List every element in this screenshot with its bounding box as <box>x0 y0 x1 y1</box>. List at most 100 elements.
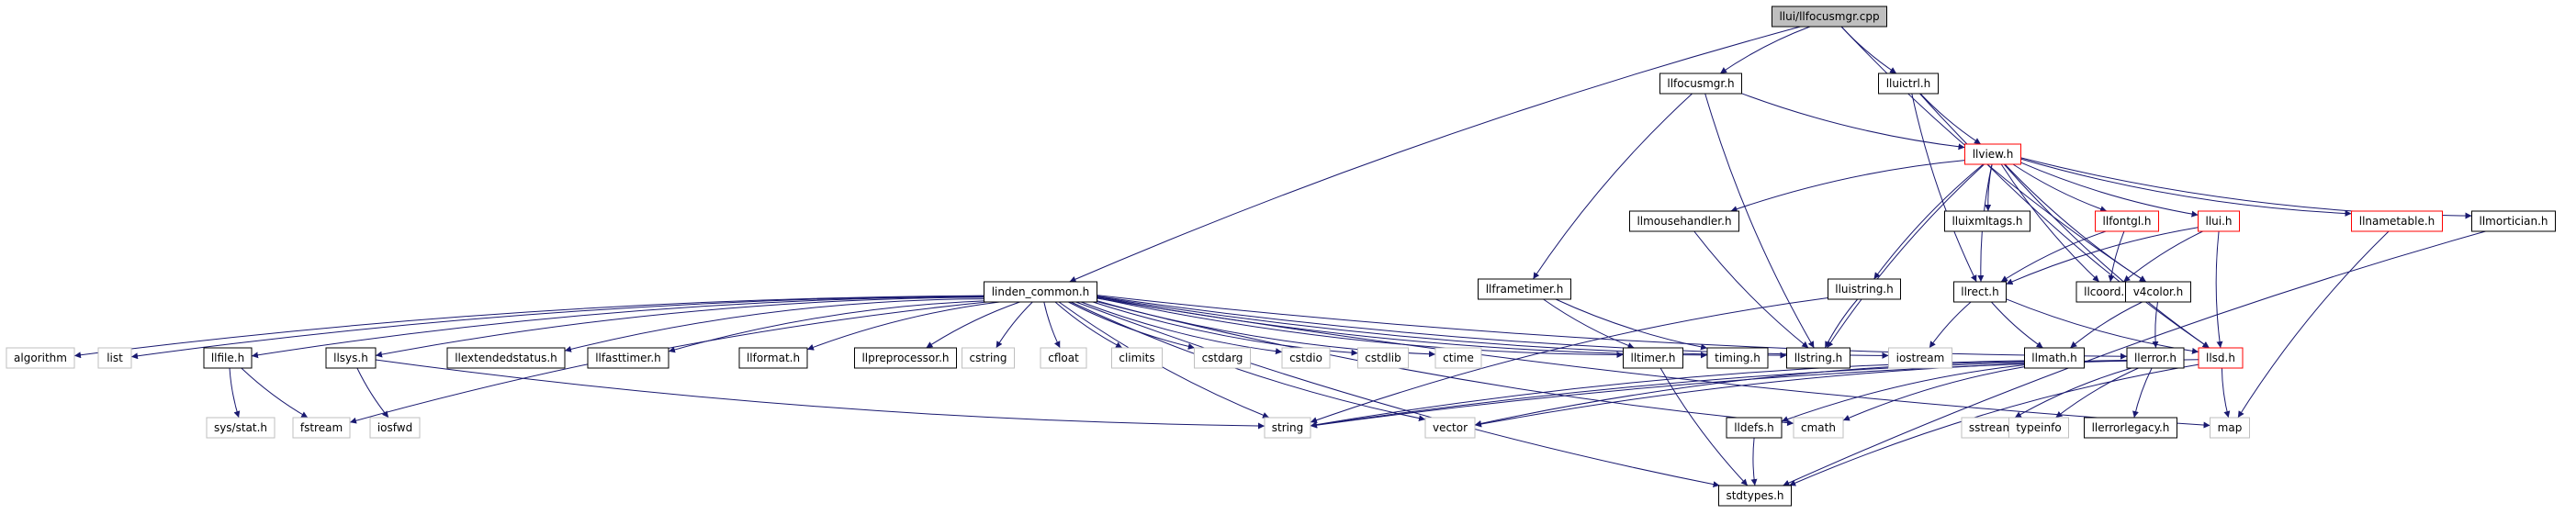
node-llextendedstatus-h[interactable]: llextendedstatus.h <box>446 347 566 369</box>
node-llmath-h[interactable]: llmath.h <box>2024 347 2085 369</box>
node-label: llmortician.h <box>2480 215 2548 228</box>
edge-llfile-h-to-fstream <box>241 367 309 419</box>
node-llerrorlegacy-h[interactable]: llerrorlegacy.h <box>2084 417 2177 439</box>
edge-llview-h-to-llstring-h <box>1826 163 1985 349</box>
node-iostream: iostream <box>1888 347 1952 369</box>
edge-llview-h-to-llnametable-h <box>2020 158 2352 217</box>
node-llformat-h[interactable]: llformat.h <box>738 347 808 369</box>
edge-llerror-h-to-string <box>1310 360 2128 429</box>
node-box <box>1434 347 1482 369</box>
node-box <box>1726 417 1783 439</box>
node-box <box>962 347 1015 369</box>
node-stdtypes-h[interactable]: stdtypes.h <box>1718 485 1792 507</box>
node-label: llui.h <box>2205 215 2232 228</box>
edge-llview-h-to-llmousehandler-h <box>1730 160 1965 213</box>
node-llsd-h[interactable]: llsd.h <box>2198 347 2244 369</box>
node-box <box>369 417 421 439</box>
edge-linden-common-h-to-llpreprocessor-h <box>926 301 1020 349</box>
node-box <box>1623 347 1683 369</box>
node-algorithm: algorithm <box>6 347 75 369</box>
node-sstream: sstream <box>1961 417 2021 439</box>
node-cfloat: cfloat <box>1040 347 1087 369</box>
node-label: stdtypes.h <box>1726 489 1783 502</box>
node-lltimer-h[interactable]: lltimer.h <box>1623 347 1683 369</box>
node-llview-h[interactable]: llview.h <box>1964 143 2021 165</box>
node-label: llrect.h <box>1961 285 1998 298</box>
node-llui-h[interactable]: llui.h <box>2198 210 2240 232</box>
edge-lluistring-h-to-string <box>1310 297 1828 423</box>
edge-llview-h-to-lluistring-h <box>1873 163 1984 280</box>
node-box <box>1478 278 1571 300</box>
node-llsys-h[interactable]: llsys.h <box>325 347 377 369</box>
node-llpreprocessor-h[interactable]: llpreprocessor.h <box>854 347 957 369</box>
node-llfasttimer-h[interactable]: llfasttimer.h <box>587 347 669 369</box>
node-llmortician-h[interactable]: llmortician.h <box>2471 210 2556 232</box>
edge-llmortician-h-to-stdtypes-h <box>1783 230 2486 486</box>
node-box <box>2024 347 2085 369</box>
node-label: cstring <box>969 352 1007 364</box>
node-v4color-h[interactable]: v4color.h <box>2125 281 2191 303</box>
node-llcoord-h[interactable]: llcoord.h <box>2075 281 2140 303</box>
node-lldefs-h[interactable]: lldefs.h <box>1726 417 1783 439</box>
node-box <box>1964 143 2021 165</box>
node-llframetimer-h[interactable]: llframetimer.h <box>1478 278 1571 300</box>
edge-llui-llfocusmgr-cpp-to-llfocusmgr-h <box>1719 26 1811 74</box>
node-llmousehandler-h[interactable]: llmousehandler.h <box>1629 210 1739 232</box>
edge-v4color-h-to-llmath-h <box>2069 301 2143 349</box>
edge-llsys-h-to-iosfwd <box>356 367 389 419</box>
node-label: string <box>1272 421 1303 434</box>
node-llerror-h[interactable]: llerror.h <box>2126 347 2185 369</box>
node-sys-stat-h: sys/stat.h <box>206 417 276 439</box>
node-lluictrl-h[interactable]: lluictrl.h <box>1878 73 1939 95</box>
edge-llfontgl-h-to-llcoord-h <box>2108 230 2125 283</box>
node-box <box>2471 210 2556 232</box>
node-llrect-h[interactable]: llrect.h <box>1953 281 2007 303</box>
node-box <box>292 417 351 439</box>
node-box <box>2095 210 2159 232</box>
node-box <box>203 347 253 369</box>
node-label: lluictrl.h <box>1886 77 1931 90</box>
node-box <box>1040 347 1087 369</box>
node-iosfwd: iosfwd <box>369 417 421 439</box>
node-timing-h[interactable]: timing.h <box>1706 347 1769 369</box>
node-llstring-h[interactable]: llstring.h <box>1786 347 1850 369</box>
node-box <box>1944 210 2030 232</box>
node-box <box>1629 210 1739 232</box>
node-lluixmltags-h[interactable]: lluixmltags.h <box>1944 210 2030 232</box>
node-box <box>854 347 957 369</box>
node-cmath: cmath <box>1793 417 1844 439</box>
node-linden-common-h[interactable]: linden_common.h <box>984 281 1097 303</box>
node-llfocusmgr-h[interactable]: llfocusmgr.h <box>1659 73 1742 95</box>
node-llnametable-h[interactable]: llnametable.h <box>2351 210 2443 232</box>
edge-llmath-h-to-vector <box>1474 361 2025 427</box>
node-lluistring-h[interactable]: lluistring.h <box>1828 278 1901 300</box>
node-box <box>2125 281 2191 303</box>
edge-linden-common-h-to-algorithm <box>73 295 984 359</box>
node-box <box>325 347 377 369</box>
node-box <box>2351 210 2443 232</box>
node-typeinfo: typeinfo <box>2008 417 2069 439</box>
node-box <box>2198 347 2244 369</box>
node-llfile-h[interactable]: llfile.h <box>203 347 253 369</box>
node-box <box>984 281 1097 303</box>
edge-llsd-h-to-stdtypes-h <box>1789 363 2199 486</box>
edge-linden-common-h-to-list <box>130 295 984 360</box>
edge-llfocusmgr-h-to-llframetimer-h <box>1532 93 1693 280</box>
edge-linden-common-h-to-cfloat <box>1043 301 1061 349</box>
node-llfontgl-h[interactable]: llfontgl.h <box>2095 210 2159 232</box>
edge-llsys-h-to-string <box>375 359 1266 430</box>
node-climits: climits <box>1111 347 1163 369</box>
node-box <box>206 417 276 439</box>
edge-llerror-h-to-typeinfo <box>2055 367 2139 419</box>
node-label: llcoord.h <box>2084 285 2132 298</box>
node-label: llmousehandler.h <box>1637 215 1731 228</box>
node-label: sys/stat.h <box>214 421 267 434</box>
edge-llui-h-to-llsd-h <box>2215 230 2223 349</box>
node-list: list <box>97 347 132 369</box>
edge-llmath-h-to-cmath <box>1842 366 2025 421</box>
edge-linden-common-h-to-stdtypes-h <box>1075 301 1720 488</box>
edge-linden-common-h-to-llextendedstatus-h <box>564 298 984 352</box>
node-llui-llfocusmgr-cpp[interactable]: llui/llfocusmgr.cpp <box>1772 6 1887 28</box>
edge-llframetimer-h-to-lltimer-h <box>1543 298 1635 349</box>
